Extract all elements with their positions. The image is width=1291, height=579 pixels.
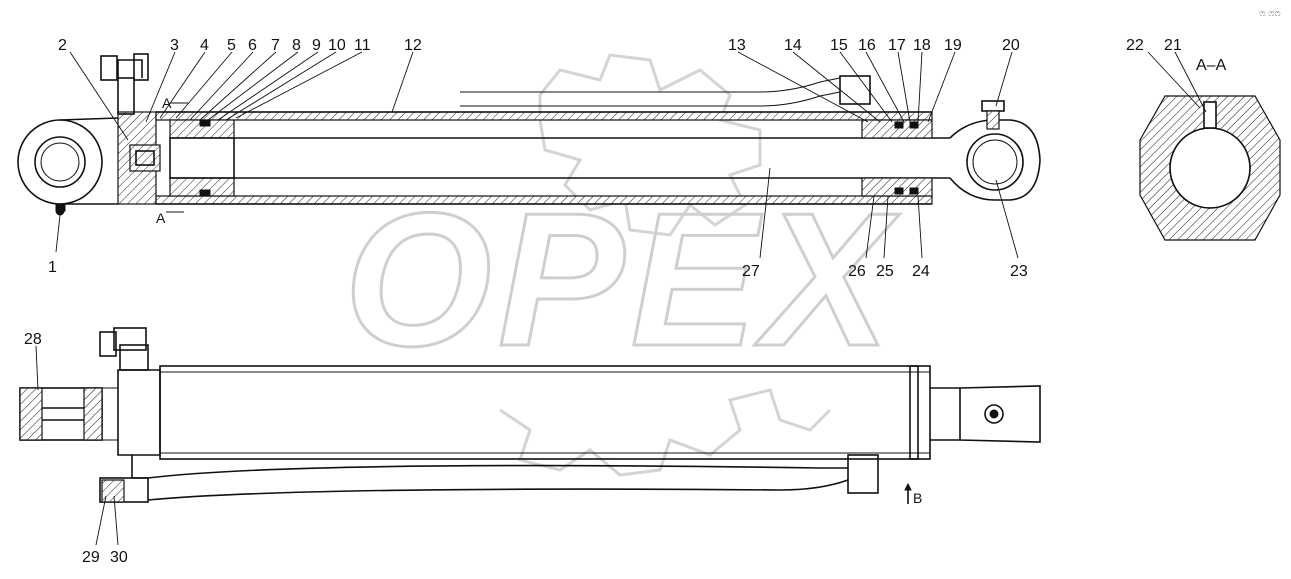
callout-labels: 1 2 3 4 5 6 7 8 9 10 11 12 13 14 15 16 1… xyxy=(24,37,1182,566)
section-mark-a-top: A xyxy=(162,95,172,111)
bottom-port-elbow xyxy=(99,327,149,371)
callout-23: 23 xyxy=(1010,263,1028,280)
callout-19: 19 xyxy=(944,37,962,54)
view-mark-b: B xyxy=(913,490,922,506)
grease-nipple xyxy=(55,203,66,216)
callout-3: 3 xyxy=(170,37,179,54)
piston xyxy=(169,119,235,197)
bottom-rod-eye xyxy=(959,385,1041,443)
callout-8: 8 xyxy=(292,37,301,54)
watermark-text: OPEX xyxy=(344,174,900,386)
barrel-wall-top xyxy=(155,111,933,121)
top-section-view: A A xyxy=(17,53,1041,226)
callout-15: 15 xyxy=(830,37,848,54)
callout-5: 5 xyxy=(227,37,236,54)
bottom-oil-tube xyxy=(99,454,879,503)
callout-16: 16 xyxy=(858,37,876,54)
callout-22: 22 xyxy=(1126,37,1144,54)
section-a-a-key xyxy=(1203,101,1217,129)
callout-9: 9 xyxy=(312,37,321,54)
callout-26: 26 xyxy=(848,263,866,280)
rear-cap xyxy=(117,369,161,456)
piston-rod xyxy=(234,137,950,179)
rod-eye xyxy=(949,119,1041,201)
callout-13: 13 xyxy=(728,37,746,54)
top-oil-tube xyxy=(460,75,871,107)
top-port-elbow xyxy=(100,53,149,115)
callout-12: 12 xyxy=(404,37,422,54)
callout-14: 14 xyxy=(784,37,802,54)
rod-eye-fitting xyxy=(981,100,1005,130)
callout-28: 28 xyxy=(24,331,42,348)
callout-18: 18 xyxy=(913,37,931,54)
callout-25: 25 xyxy=(876,263,894,280)
callout-11: 11 xyxy=(354,37,371,54)
callout-21: 21 xyxy=(1164,37,1182,54)
piston-nut xyxy=(129,144,161,172)
section-a-a-view: A–A xyxy=(1139,57,1281,241)
rear-mount xyxy=(19,387,118,441)
section-title: A–A xyxy=(1196,57,1227,74)
callout-24: 24 xyxy=(912,263,930,280)
rear-eye xyxy=(17,117,119,205)
bottom-barrel xyxy=(159,365,931,460)
corner-mark: ෆ ෆෆ xyxy=(1259,9,1280,19)
callout-10: 10 xyxy=(328,37,346,54)
barrel-wall-bottom xyxy=(155,195,933,205)
callout-4: 4 xyxy=(200,37,209,54)
callout-27: 27 xyxy=(742,263,760,280)
watermark-gear-lower xyxy=(499,388,832,477)
callout-2: 2 xyxy=(58,37,67,54)
callout-20: 20 xyxy=(1002,37,1020,54)
watermark-gear xyxy=(538,53,762,237)
leader-lines xyxy=(35,51,1207,546)
callout-30: 30 xyxy=(110,549,128,566)
callout-29: 29 xyxy=(82,549,100,566)
callout-1: 1 xyxy=(48,259,57,276)
section-a-a-bore xyxy=(1169,127,1251,209)
callout-7: 7 xyxy=(271,37,280,54)
bottom-rod-eye-fitting xyxy=(984,404,1004,424)
section-mark-a-bottom: A xyxy=(156,210,166,226)
bottom-external-view: B xyxy=(19,327,1041,506)
callout-17: 17 xyxy=(888,37,906,54)
watermark: OPEX xyxy=(343,53,900,477)
callout-6: 6 xyxy=(248,37,257,54)
gland xyxy=(861,119,933,197)
